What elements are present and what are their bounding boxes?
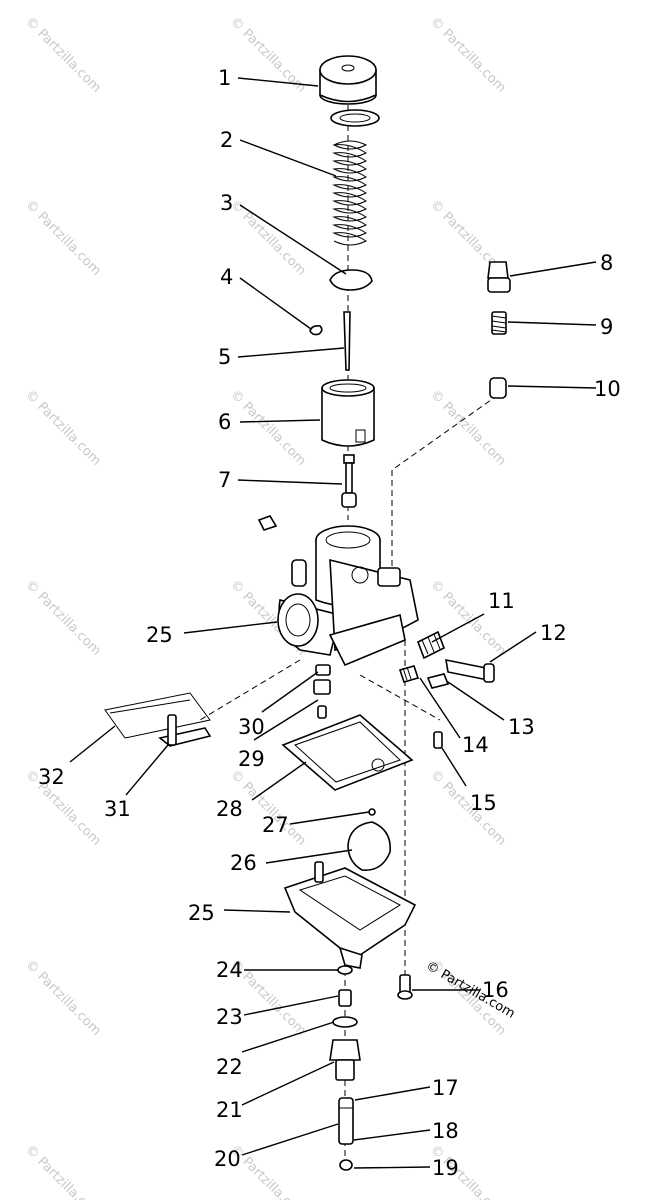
callout-15: 15	[470, 791, 497, 815]
callout-28: 28	[216, 797, 243, 821]
callout-leader-lines	[69, 77, 597, 1169]
part-jet-needle	[343, 311, 351, 371]
part-starter-cap	[489, 377, 507, 399]
callout-6: 6	[218, 410, 231, 434]
callout-25b: 25	[188, 901, 215, 925]
callout-22: 22	[216, 1055, 243, 1079]
callout-11: 11	[488, 589, 515, 613]
callout-23: 23	[216, 1005, 243, 1029]
callout-1: 1	[218, 66, 231, 90]
part-main-jet-holder	[329, 1039, 361, 1081]
part-throttle-valve	[321, 379, 375, 447]
callout-5: 5	[218, 345, 231, 369]
watermark: © Partzilla.com	[22, 957, 104, 1039]
watermark: © Partzilla.com	[22, 1142, 104, 1200]
watermark: © Partzilla.com	[22, 577, 104, 659]
part-float-bowl-gasket	[281, 714, 414, 791]
part-starter-spring	[491, 311, 507, 335]
part-float-bowl	[283, 861, 417, 969]
callout-7: 7	[218, 468, 231, 492]
part-cap-washer	[330, 109, 380, 127]
part-carburetor-body	[257, 515, 419, 667]
watermark: © Partzilla.com	[227, 197, 309, 279]
watermark: © Partzilla.com	[22, 14, 104, 96]
callout-24: 24	[216, 958, 243, 982]
watermark-layer: © Partzilla.com © Partzilla.com © Partzi…	[22, 14, 509, 1200]
callout-10: 10	[594, 377, 621, 401]
part-o-ring-small	[337, 965, 353, 975]
callout-31: 31	[104, 797, 131, 821]
part-throttle-spring	[332, 140, 368, 246]
watermark: © Partzilla.com	[22, 197, 104, 279]
callout-13: 13	[508, 715, 535, 739]
callout-20: 20	[214, 1147, 241, 1171]
part-bowl-screw	[397, 974, 413, 1000]
part-pilot-jet	[313, 664, 331, 719]
part-needle-jet	[341, 454, 357, 508]
callout-26: 26	[230, 851, 257, 875]
part-needle-valve-tip	[339, 1159, 353, 1171]
part-drain-screw	[433, 731, 443, 749]
callout-17: 17	[432, 1076, 459, 1100]
callout-labels: 1 2 3 4 5 6 7 8 9 10 11 12 13 14 15 16 1…	[38, 66, 621, 1180]
callout-27: 27	[262, 813, 289, 837]
watermark: © Partzilla.com	[22, 387, 104, 469]
callout-14: 14	[462, 733, 489, 757]
part-throttle-stop-spring	[416, 630, 446, 660]
callout-25: 25	[146, 623, 173, 647]
watermark: © Partzilla.com	[227, 387, 309, 469]
callout-8: 8	[600, 251, 613, 275]
part-float-arm	[158, 714, 212, 747]
callout-21: 21	[216, 1098, 243, 1122]
callout-12: 12	[540, 621, 567, 645]
callout-16: 16	[482, 978, 509, 1002]
callout-19: 19	[432, 1156, 459, 1180]
part-needle-retainer-plate	[329, 269, 373, 291]
callout-4: 4	[220, 265, 233, 289]
callout-32: 32	[38, 765, 65, 789]
part-float	[347, 821, 391, 871]
callout-2: 2	[220, 128, 233, 152]
part-cap	[319, 55, 377, 105]
part-e-clip	[309, 325, 323, 336]
part-float-pin	[368, 808, 376, 816]
part-gasket-washer	[332, 1016, 358, 1028]
watermark: © Partzilla.com	[427, 14, 509, 96]
callout-3: 3	[220, 191, 233, 215]
part-pilot-screw	[398, 665, 450, 689]
part-needle-valve	[338, 1097, 354, 1145]
callout-18: 18	[432, 1119, 459, 1143]
part-main-jet	[338, 989, 352, 1007]
callout-9: 9	[600, 315, 613, 339]
watermark: © Partzilla.com	[427, 387, 509, 469]
part-float-bracket	[104, 692, 211, 739]
callout-30: 30	[238, 715, 265, 739]
part-throttle-stop-screw	[445, 658, 495, 683]
part-starter-plunger	[487, 261, 511, 293]
callout-29: 29	[238, 747, 265, 771]
